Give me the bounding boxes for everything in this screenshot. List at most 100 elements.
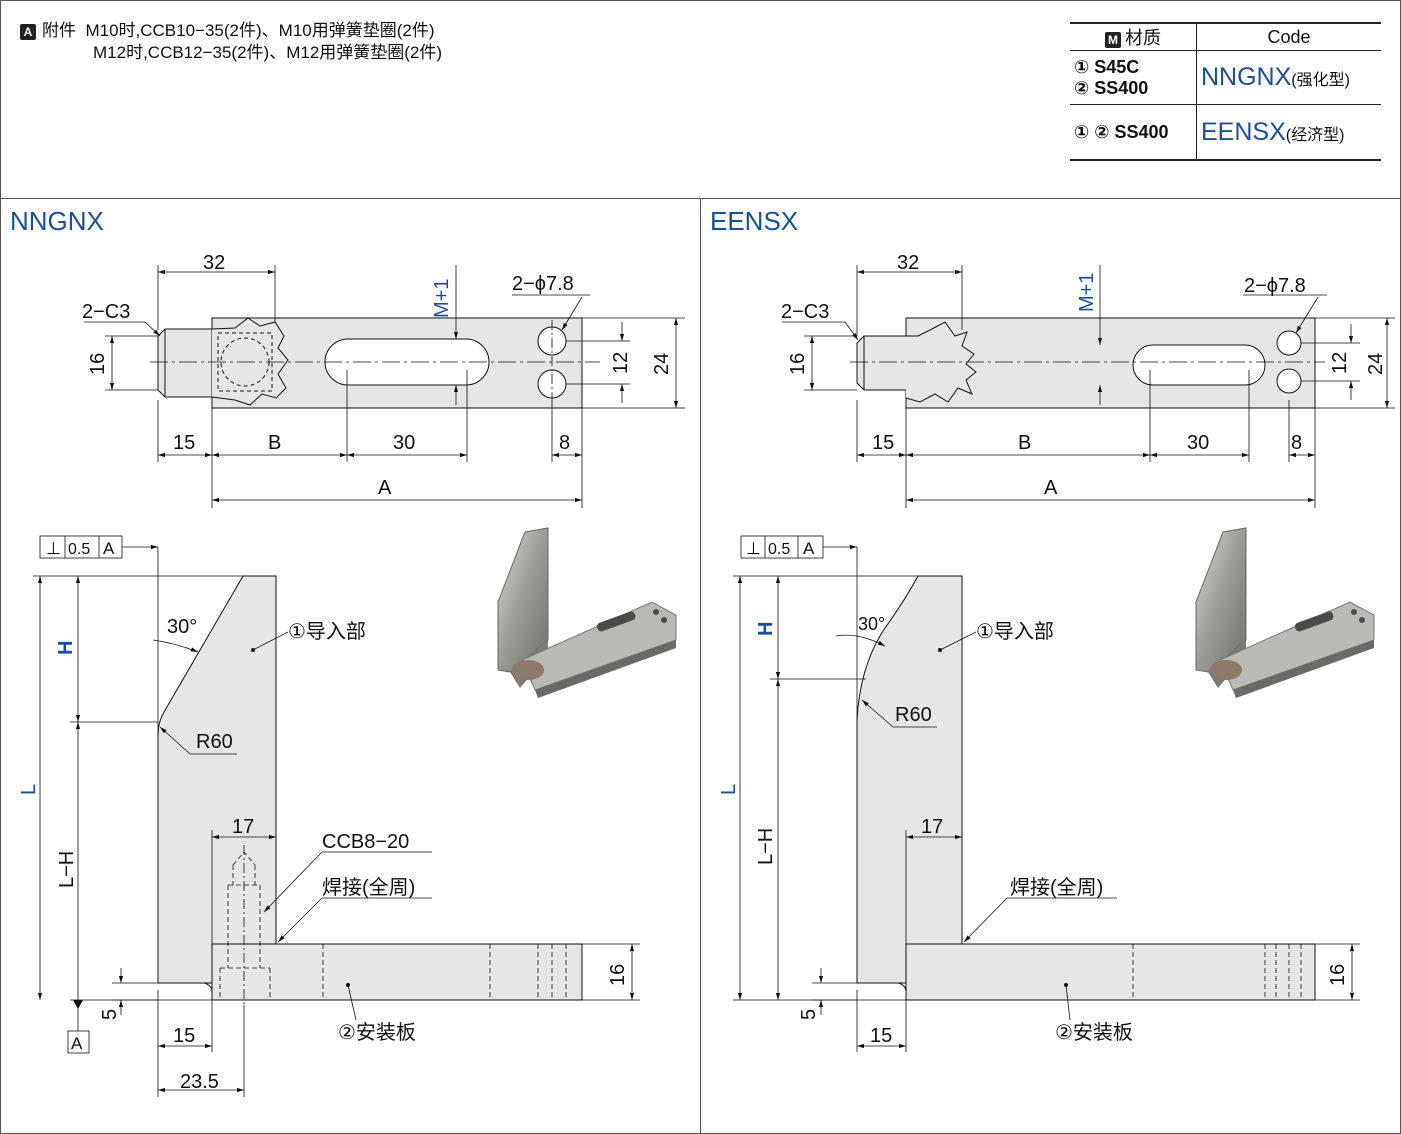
dim-label: 2−C3 bbox=[82, 301, 130, 323]
material-badge: M bbox=[1105, 32, 1121, 48]
dim-label: 17 bbox=[232, 816, 254, 838]
dim-label: 12 bbox=[1329, 352, 1351, 374]
left-side-labels: ⊥ 0.5 A A H L L−H 30° R60 ①导入部 17 CCB8−2… bbox=[18, 539, 629, 1093]
tolerance: 0.5 bbox=[768, 541, 790, 558]
angle: 30° bbox=[167, 616, 197, 638]
product-image-right bbox=[1195, 527, 1375, 698]
dim-label: 5 bbox=[798, 1009, 820, 1020]
dim-label: 2−ϕ7.8 bbox=[1244, 275, 1306, 297]
code-cell: NNGNX bbox=[1201, 63, 1292, 91]
ccb-label: CCB8−20 bbox=[322, 831, 409, 853]
radius: R60 bbox=[895, 704, 932, 726]
dim-label: 8 bbox=[1291, 432, 1302, 454]
dim-label: A bbox=[378, 477, 392, 499]
right-side-view bbox=[856, 575, 1316, 1001]
right-side-labels: ⊥ 0.5 A H L L−H 30° R60 ①导入部 17 焊接(全周) 1… bbox=[718, 539, 1349, 1047]
panel-divider bbox=[700, 198, 701, 1134]
dim-label: 30 bbox=[393, 432, 415, 454]
datum-ref: A bbox=[803, 539, 815, 558]
dim-label: 32 bbox=[897, 252, 919, 274]
code-header: Code bbox=[1196, 22, 1381, 51]
dim-lh: L−H bbox=[56, 851, 78, 888]
dim-label: 23.5 bbox=[180, 1071, 219, 1093]
dim-label: 15 bbox=[872, 432, 894, 454]
material-cell: ① ② SS400 bbox=[1074, 121, 1169, 142]
dim-label: M+1 bbox=[1076, 273, 1098, 312]
right-panel-title: EENSX bbox=[710, 206, 799, 236]
part2-label: ②安装板 bbox=[1055, 1021, 1133, 1044]
dim-label: B bbox=[268, 432, 281, 454]
code-cell: EENSX bbox=[1201, 117, 1286, 146]
left-panel-title: NNGNX bbox=[10, 206, 104, 236]
dim-label: A bbox=[1044, 477, 1058, 499]
material-cell: ① S45C bbox=[1074, 56, 1140, 77]
dim-l: L bbox=[18, 784, 40, 795]
left-top-view bbox=[150, 317, 600, 409]
dim-label: 12 bbox=[610, 352, 632, 374]
left-side-view bbox=[157, 575, 583, 1001]
leader-dot bbox=[251, 648, 255, 652]
table-row: ① ② SS400 EENSX(经济型) bbox=[1070, 104, 1381, 161]
dim-label: 17 bbox=[921, 816, 943, 838]
perp-symbol: ⊥ bbox=[746, 539, 761, 558]
tolerance: 0.5 bbox=[68, 541, 90, 558]
right-top-dims bbox=[782, 265, 1395, 508]
left-top-dims bbox=[84, 265, 685, 508]
right-side-dims bbox=[733, 535, 1360, 1052]
angle: 30° bbox=[858, 614, 885, 634]
dim-label: 16 bbox=[87, 353, 109, 375]
accessory-line1: M10时,CCB10−35(2件)、M10用弹簧垫圈(2件) bbox=[85, 21, 435, 40]
dim-h: H bbox=[755, 622, 777, 636]
dim-label: M+1 bbox=[431, 279, 453, 318]
dim-label: 15 bbox=[870, 1025, 892, 1047]
part1-label: ①导入部 bbox=[976, 620, 1054, 643]
dim-l: L bbox=[718, 784, 740, 795]
dim-label: 2−C3 bbox=[781, 301, 829, 323]
dim-label: 8 bbox=[559, 432, 570, 454]
part2-label: ②安装板 bbox=[338, 1021, 416, 1044]
weld-label: 焊接(全周) bbox=[1010, 876, 1103, 899]
dim-label: B bbox=[1018, 432, 1031, 454]
dim-label: 2−ϕ7.8 bbox=[512, 273, 574, 295]
dim-label: 16 bbox=[1327, 964, 1349, 986]
dim-label: 15 bbox=[173, 1025, 195, 1047]
accessory-badge: A bbox=[20, 24, 36, 40]
datum-ref: A bbox=[103, 539, 115, 558]
material-cell: ② SS400 bbox=[1074, 77, 1149, 98]
dim-label: 5 bbox=[99, 1009, 121, 1020]
right-top-labels: 32 2−C3 M+1 2−ϕ7.8 16 12 24 15 B 30 8 A bbox=[781, 252, 1387, 499]
part1-label: ①导入部 bbox=[288, 620, 366, 643]
left-side-dims bbox=[33, 535, 640, 1097]
left-hidden-lines bbox=[219, 845, 567, 1005]
dim-label: 30 bbox=[1187, 432, 1209, 454]
dim-label: 32 bbox=[203, 252, 225, 274]
right-hidden-lines bbox=[1132, 944, 1302, 1000]
dim-label: 24 bbox=[1365, 353, 1387, 375]
weld-label: 焊接(全周) bbox=[322, 876, 415, 899]
dim-h: H bbox=[55, 641, 77, 655]
accessory-label: 附件 bbox=[42, 21, 76, 40]
product-image-left bbox=[497, 527, 677, 698]
leader-dot bbox=[938, 648, 942, 652]
dim-label: 16 bbox=[607, 964, 629, 986]
dim-label: 15 bbox=[173, 432, 195, 454]
leader-dot bbox=[346, 983, 350, 987]
right-top-view bbox=[850, 317, 1325, 409]
code-note: (经济型) bbox=[1285, 126, 1345, 144]
accessory-line2: M12时,CCB12−35(2件)、M12用弹簧垫圈(2件) bbox=[93, 43, 443, 62]
perp-symbol: ⊥ bbox=[46, 539, 61, 558]
dim-label: 24 bbox=[651, 353, 673, 375]
material-header: 材质 bbox=[1125, 28, 1161, 48]
radius: R60 bbox=[196, 731, 233, 753]
datum-triangle bbox=[73, 1000, 83, 1009]
accessory-note: A 附件 M10时,CCB10−35(2件)、M10用弹簧垫圈(2件) M12时,… bbox=[20, 20, 442, 62]
code-note: (强化型) bbox=[1291, 72, 1350, 89]
leader-dot bbox=[1064, 983, 1068, 987]
datum-label: A bbox=[71, 1034, 83, 1053]
dim-label: 16 bbox=[787, 353, 809, 375]
left-top-labels: 32 2−C3 M+1 2−ϕ7.8 16 12 24 15 B 30 8 A bbox=[82, 252, 673, 499]
dim-lh: L−H bbox=[755, 828, 777, 865]
